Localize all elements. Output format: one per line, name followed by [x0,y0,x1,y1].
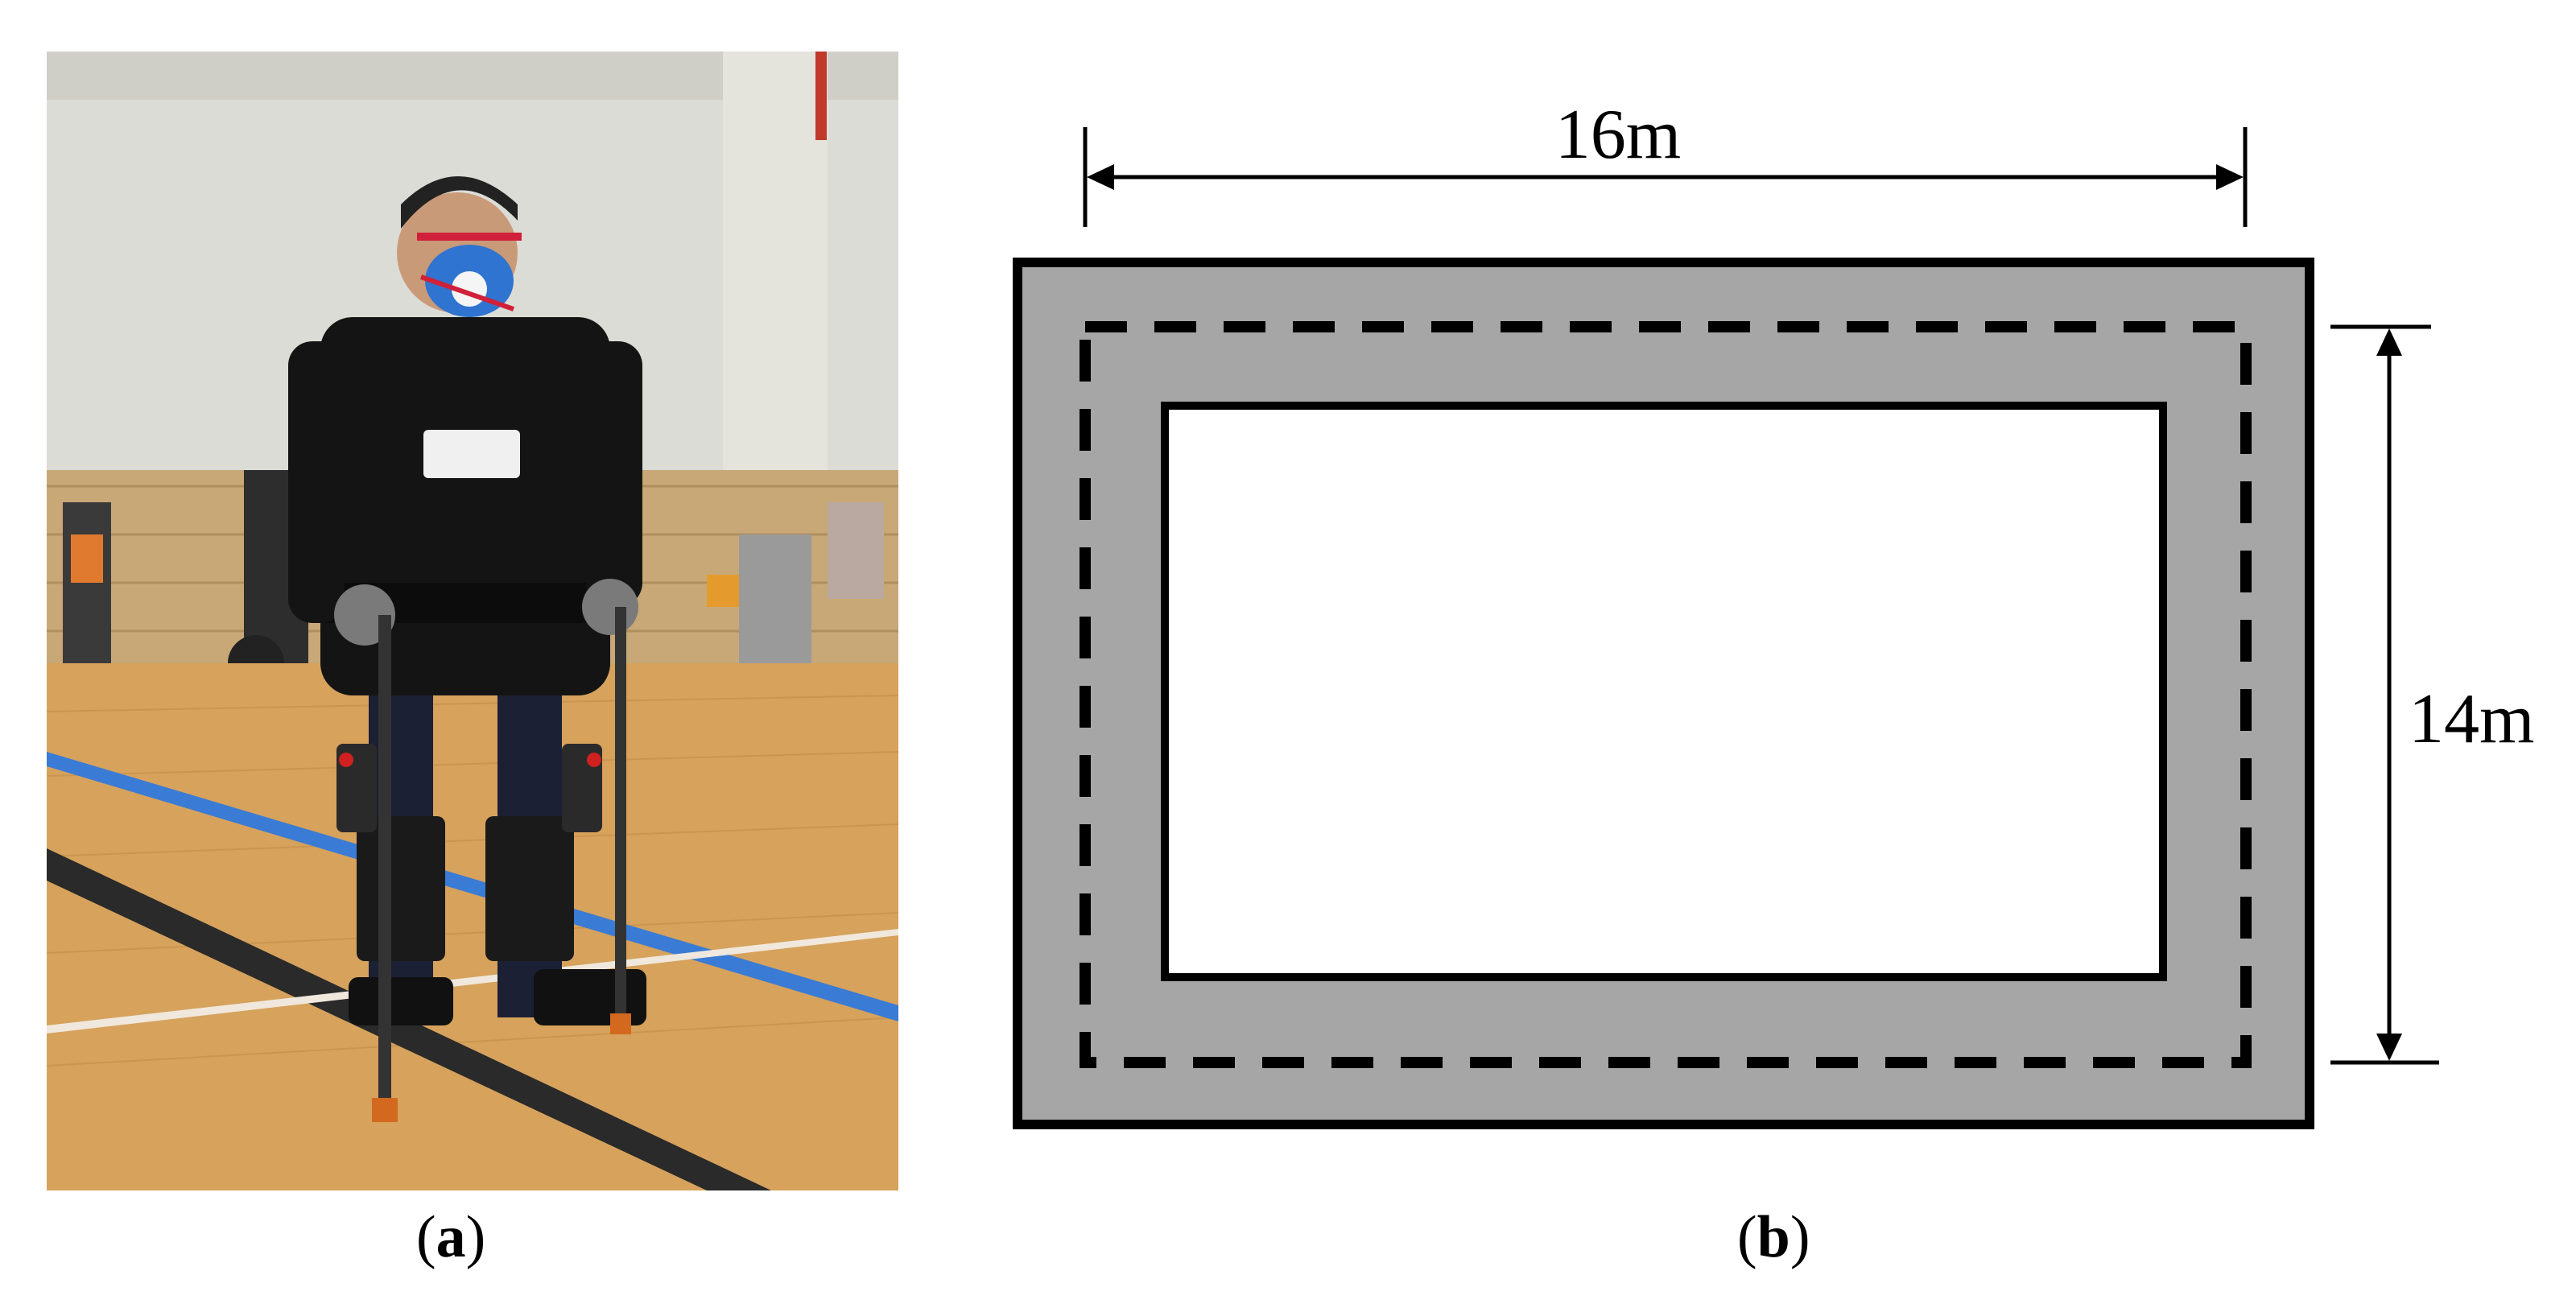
caption-b: (b) [1737,1203,1810,1272]
height-label: 14m [2409,680,2534,758]
photo-panel-a [47,52,898,1190]
track-inner-rect [1161,402,2167,981]
width-label: 16m [1555,96,1681,174]
height-arrow-top [2376,328,2402,356]
height-arrow-bottom [2376,1034,2402,1061]
exoskeleton-walking-photo [47,52,898,1190]
track-outer-rect [1013,258,2314,1129]
width-arrow-left [1087,164,1114,190]
caption-a-open: ( [416,1204,436,1270]
caption-a-close: ) [465,1204,486,1270]
caption-b-letter: b [1757,1204,1790,1270]
width-arrow-right [2216,164,2244,190]
caption-b-open: ( [1737,1204,1757,1270]
caption-b-close: ) [1790,1204,1810,1270]
caption-a-letter: a [436,1204,466,1270]
caption-a: (a) [416,1203,485,1272]
walking-path-dashed [1080,321,2252,1068]
